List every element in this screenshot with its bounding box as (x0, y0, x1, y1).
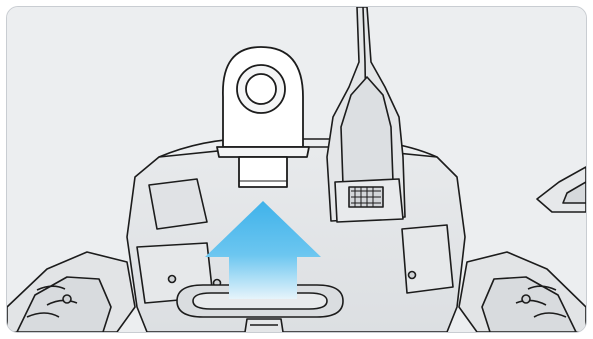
illustration-frame (6, 6, 587, 333)
drone-illustration (7, 7, 586, 332)
